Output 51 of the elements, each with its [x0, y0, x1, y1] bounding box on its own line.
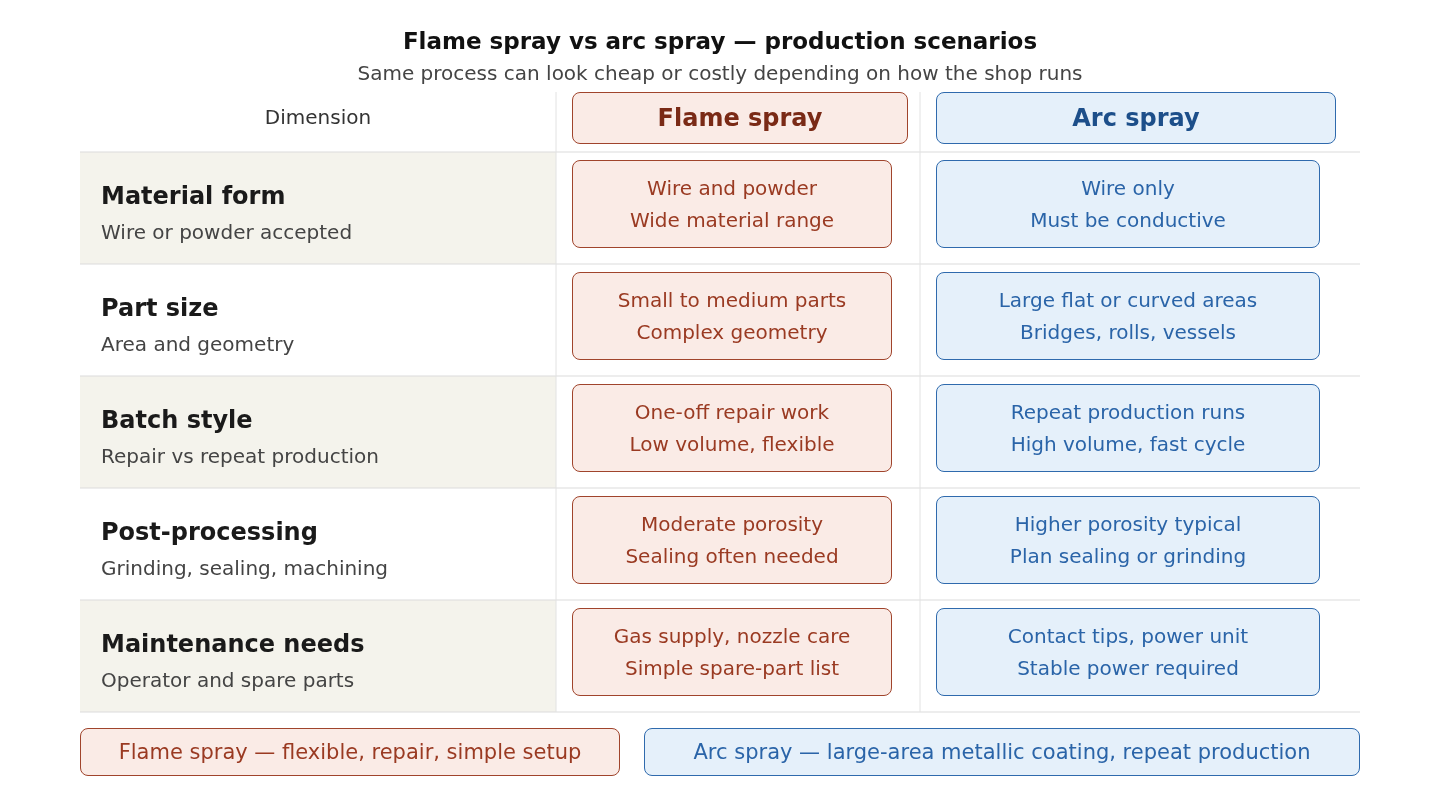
card-text: Arc spray — large-area metallic coating, repeat production	[693, 739, 1311, 766]
comparison-card	[572, 272, 892, 360]
card-text: Flame spray	[657, 103, 823, 134]
card-text: Wide material range	[629, 207, 835, 234]
row-title: Material form	[101, 182, 286, 210]
row-title: Batch style	[101, 406, 253, 434]
card-text: High volume, fast cycle	[1010, 431, 1246, 458]
card-text: Higher porosity typical	[1014, 511, 1242, 538]
column-header	[936, 92, 1336, 144]
row-description: Grinding, sealing, machining	[101, 556, 389, 580]
card-text: Contact tips, power unit	[1007, 623, 1249, 650]
card-text: Small to medium parts	[617, 287, 847, 314]
summary-box	[644, 728, 1360, 776]
card-text: Low volume, flexible	[629, 431, 835, 458]
card-text: Must be conductive	[1030, 207, 1226, 234]
comparison-card	[572, 160, 892, 248]
row-title: Post-processing	[101, 518, 318, 546]
card-text: Wire only	[1081, 175, 1175, 202]
comparison-card	[936, 160, 1320, 248]
comparison-card	[936, 272, 1320, 360]
row-description: Area and geometry	[101, 332, 295, 356]
subtitle: Same process can look cheap or costly depending on how the shop runs	[356, 61, 1084, 85]
card-text: Large flat or curved areas	[998, 287, 1258, 314]
comparison-card	[572, 384, 892, 472]
card-text: Gas supply, nozzle care	[613, 623, 851, 650]
column-header: Dimension	[263, 105, 373, 129]
comparison-card	[572, 608, 892, 696]
card-text: Repeat production runs	[1010, 399, 1246, 426]
card-text: Stable power required	[1017, 655, 1239, 682]
row-title: Maintenance needs	[101, 630, 365, 658]
card-text: Complex geometry	[636, 319, 828, 346]
comparison-card	[572, 496, 892, 584]
diagram-title: Flame spray vs arc spray — production scenarios	[401, 28, 1039, 54]
row-description: Wire or powder accepted	[101, 220, 353, 244]
card-text: Bridges, rolls, vessels	[1020, 319, 1236, 346]
comparison-card	[936, 608, 1320, 696]
comparison-card	[936, 384, 1320, 472]
summary-box	[80, 728, 620, 776]
row-description: Operator and spare parts	[101, 668, 355, 692]
card-text: Sealing often needed	[625, 543, 839, 570]
card-text: Plan sealing or grinding	[1009, 543, 1247, 570]
row-title: Part size	[101, 294, 219, 322]
column-header	[572, 92, 908, 144]
card-text: One-off repair work	[634, 399, 830, 426]
card-text: Wire and powder	[647, 175, 817, 202]
card-text: Flame spray — flexible, repair, simple setup	[118, 739, 582, 766]
comparison-card	[936, 496, 1320, 584]
card-text: Arc spray	[1072, 103, 1200, 134]
card-text: Simple spare-part list	[624, 655, 840, 682]
card-text: Moderate porosity	[640, 511, 824, 538]
row-description: Repair vs repeat production	[101, 444, 379, 468]
